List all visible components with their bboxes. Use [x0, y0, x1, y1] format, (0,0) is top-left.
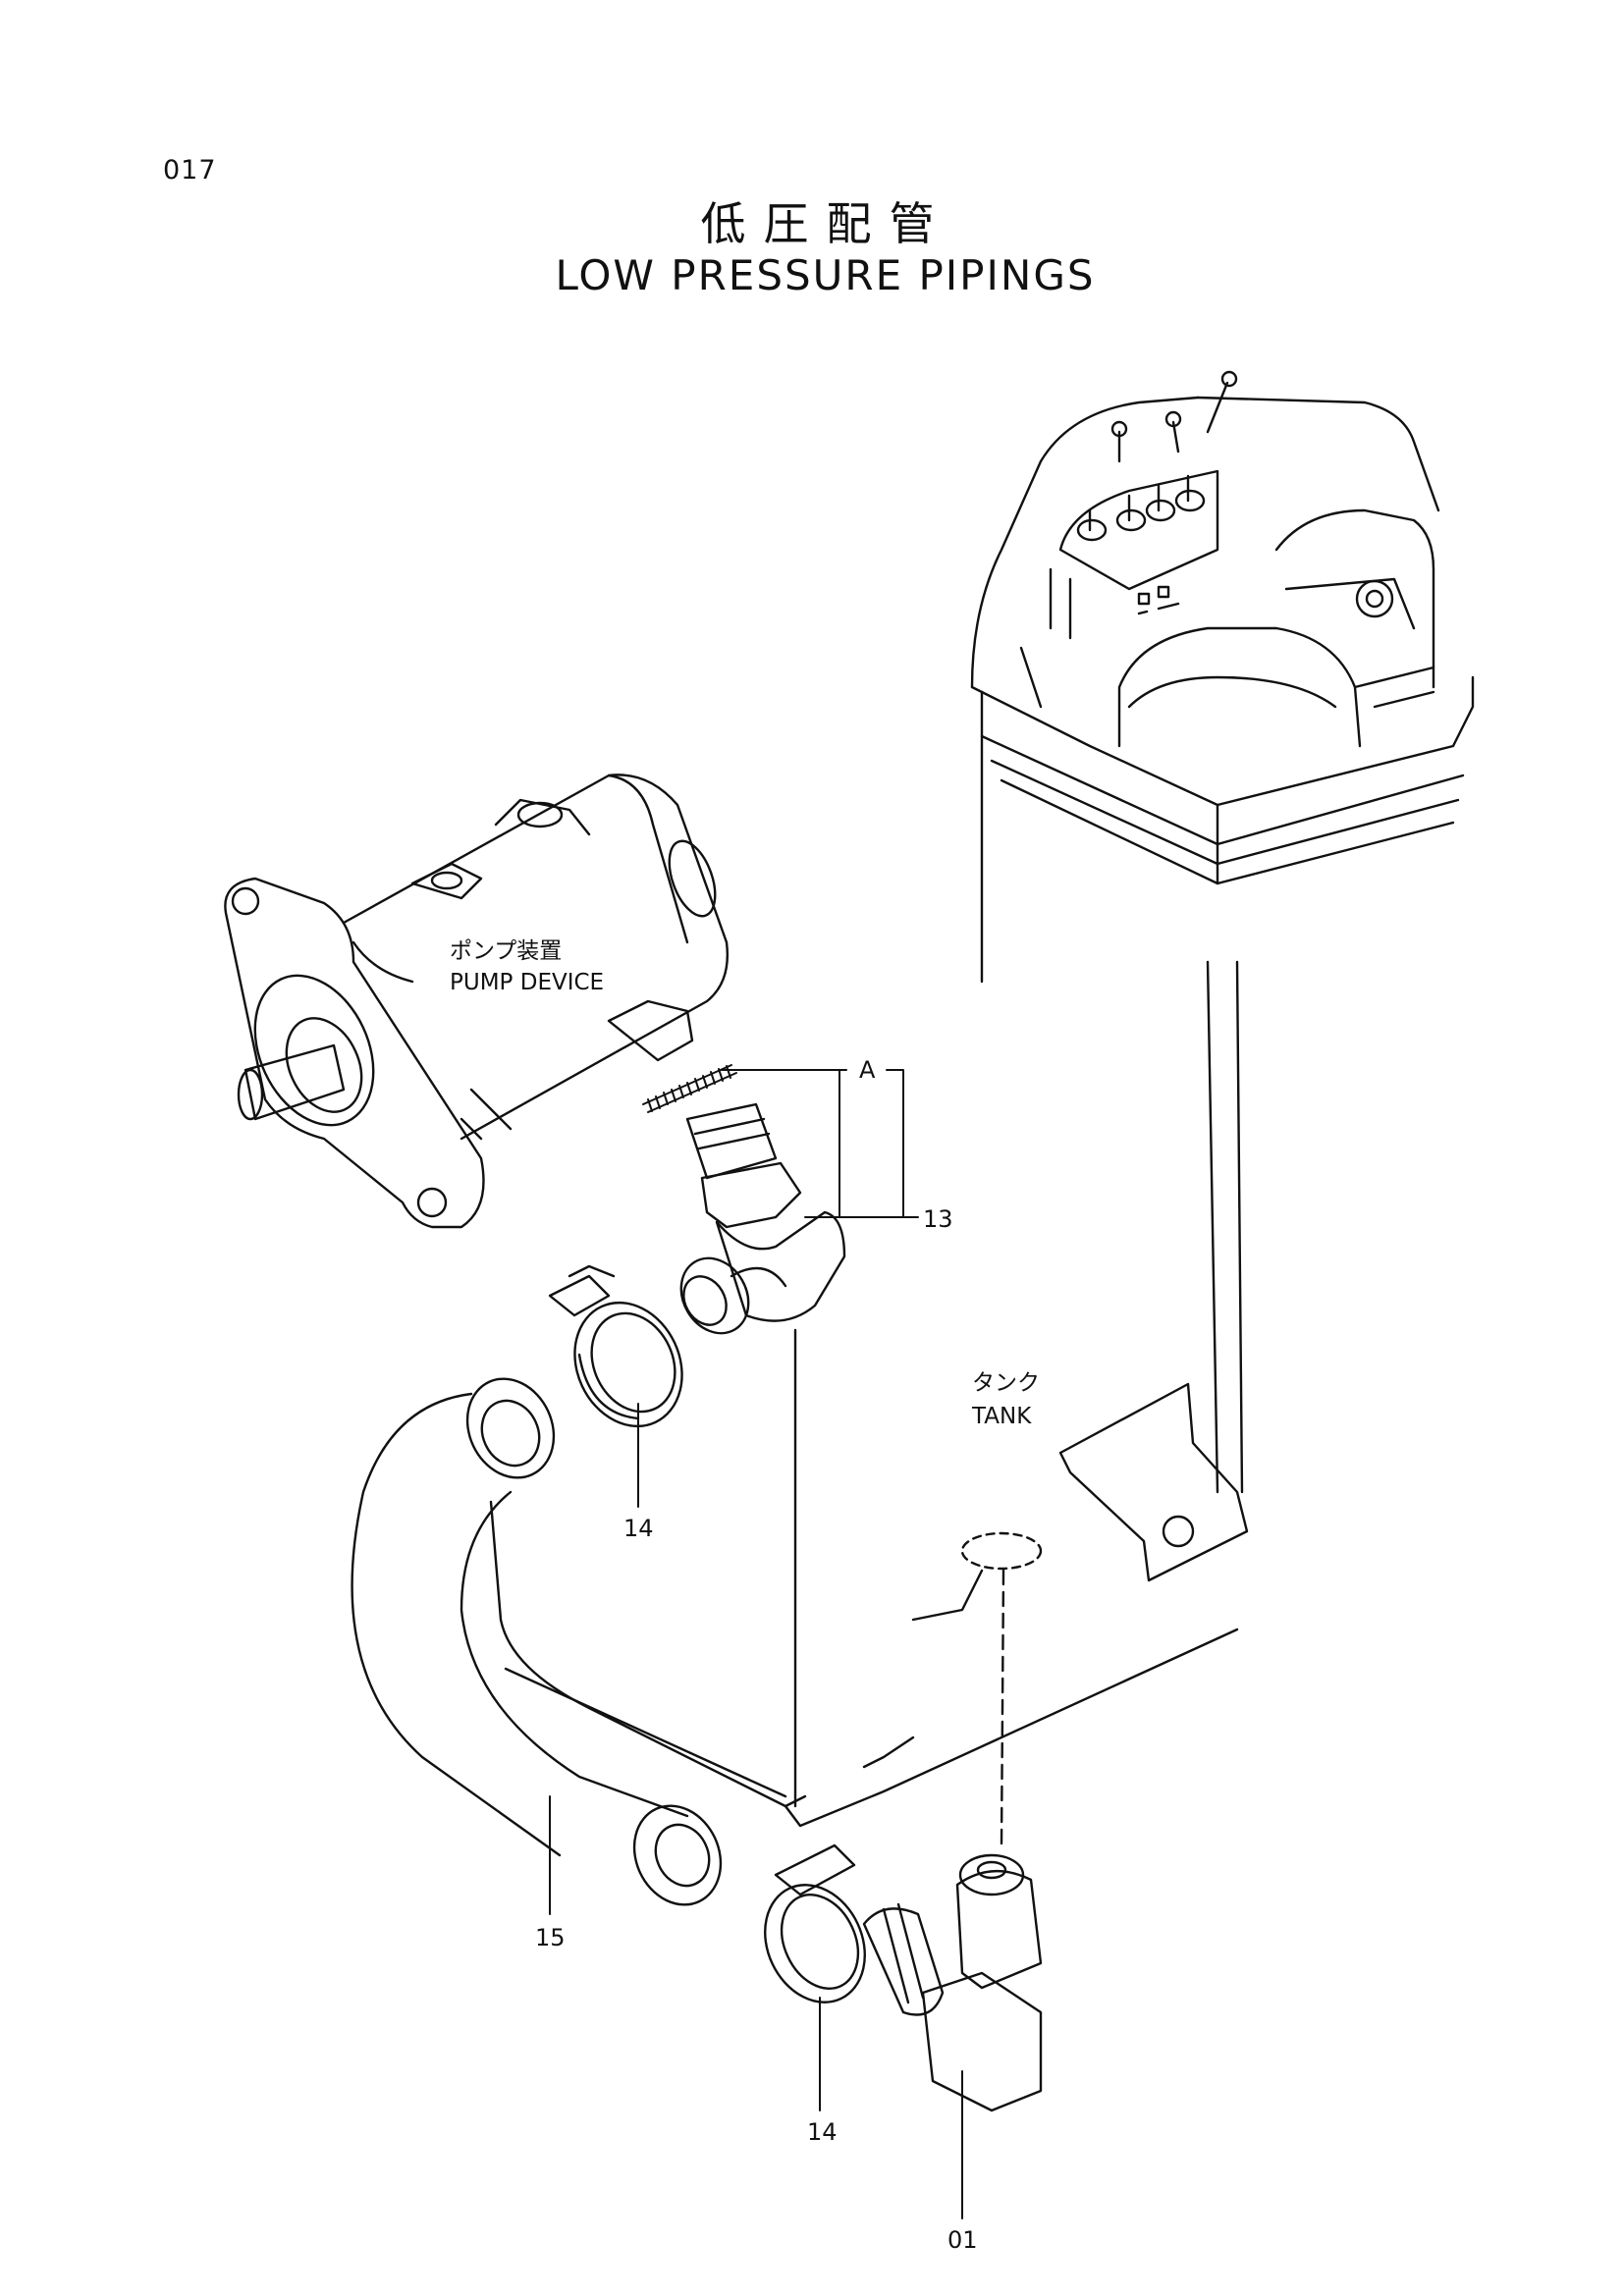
- machine-illustration: [970, 370, 1475, 984]
- callout-14-upper: 14: [623, 1515, 654, 1542]
- tank-label-japanese: タンク: [972, 1370, 1040, 1396]
- elbow-fitting-13: [679, 1102, 846, 1335]
- pump-label-japanese: ポンプ装置: [450, 938, 563, 964]
- leader-lines: [549, 1069, 963, 2219]
- callout-01: 01: [947, 2226, 978, 2254]
- page-number: 017: [163, 155, 217, 186]
- elbow-fitting-01: [862, 1853, 1043, 2112]
- hose-clamp-lower: [764, 1843, 866, 2003]
- pump-device-illustration: [224, 774, 729, 1229]
- hose-clamp-upper: [548, 1264, 683, 1428]
- hose-15: [351, 1377, 723, 1906]
- title-japanese: 低圧配管: [700, 197, 952, 250]
- reference-a-label: A: [859, 1056, 876, 1084]
- callout-15: 15: [535, 1924, 566, 1951]
- pump-label-english: PUMP DEVICE: [450, 970, 605, 995]
- callout-14-lower: 14: [807, 2118, 838, 2146]
- tank-label-english: TANK: [972, 1404, 1032, 1429]
- seal-spring: [642, 1064, 737, 1113]
- callout-13: 13: [923, 1205, 953, 1233]
- title-english: LOW PRESSURE PIPINGS: [555, 251, 1096, 299]
